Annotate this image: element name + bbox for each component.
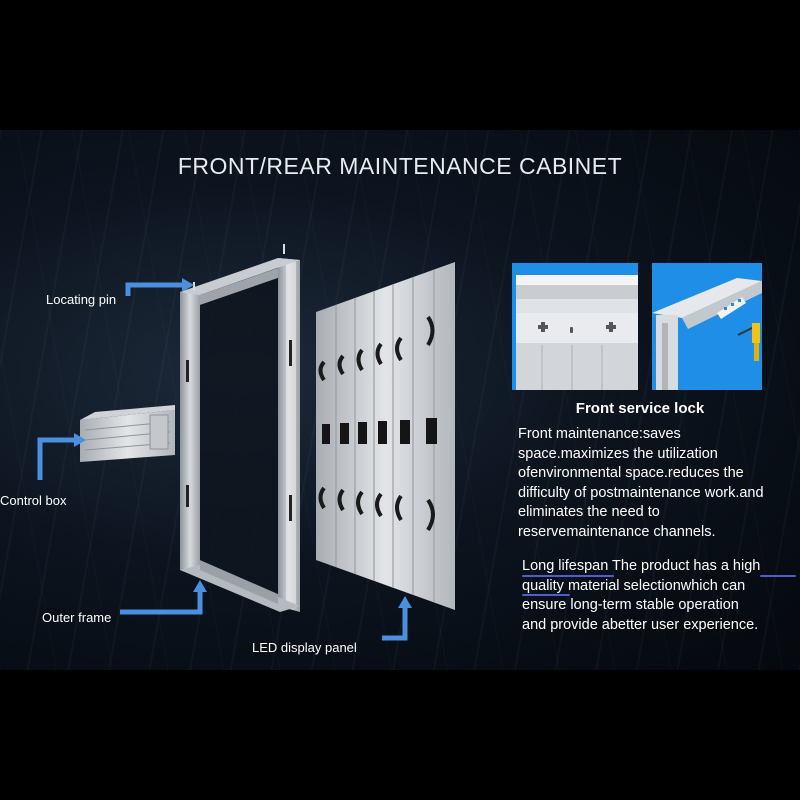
text-underline [522, 575, 614, 577]
paragraph-line: space.maximizes the utilization [518, 445, 718, 462]
paragraph-line: reservemaintenance channels. [518, 523, 716, 540]
paragraph-line: ofenvironmental space.reduces the [518, 465, 744, 481]
front-lock-photo-1 [512, 263, 638, 390]
label-control-box: Control box [0, 493, 67, 508]
label-locating-pin: Locating pin [46, 292, 117, 307]
paragraph-front-maintenance: Front maintenance:saves space.maximizes … [518, 425, 793, 542]
text-underline [760, 575, 796, 577]
screwdriver-icon [737, 323, 760, 361]
outer-frame-graphic [180, 244, 300, 612]
paragraph-line: Long lifespan The product has a high [522, 558, 761, 574]
control-box-graphic [80, 405, 175, 462]
paragraph-long-lifespan: Long lifespan The product has a high qua… [522, 557, 797, 635]
page-title: FRONT/REAR MAINTENANCE CABINET [177, 153, 623, 179]
label-outer-frame: Outer frame [42, 610, 112, 625]
paragraph-line: Front maintenance:saves [518, 426, 681, 442]
front-lock-photo-2 [652, 263, 762, 390]
paragraph-line: difficulty of postmaintenance work.and [518, 484, 764, 501]
label-led-panel: LED display panel [252, 640, 357, 655]
paragraph-line: eliminates the need to [518, 504, 660, 520]
led-panel-graphic [316, 262, 455, 610]
text-underline [522, 594, 570, 596]
photo-caption: Front service lock [575, 400, 705, 417]
paragraph-line: and provide abetter user experience. [522, 616, 759, 633]
paragraph-line: ensure long-term stable operation [522, 597, 739, 613]
arrow-icon [37, 282, 408, 641]
paragraph-line: quality material selectionwhich can [522, 577, 746, 594]
